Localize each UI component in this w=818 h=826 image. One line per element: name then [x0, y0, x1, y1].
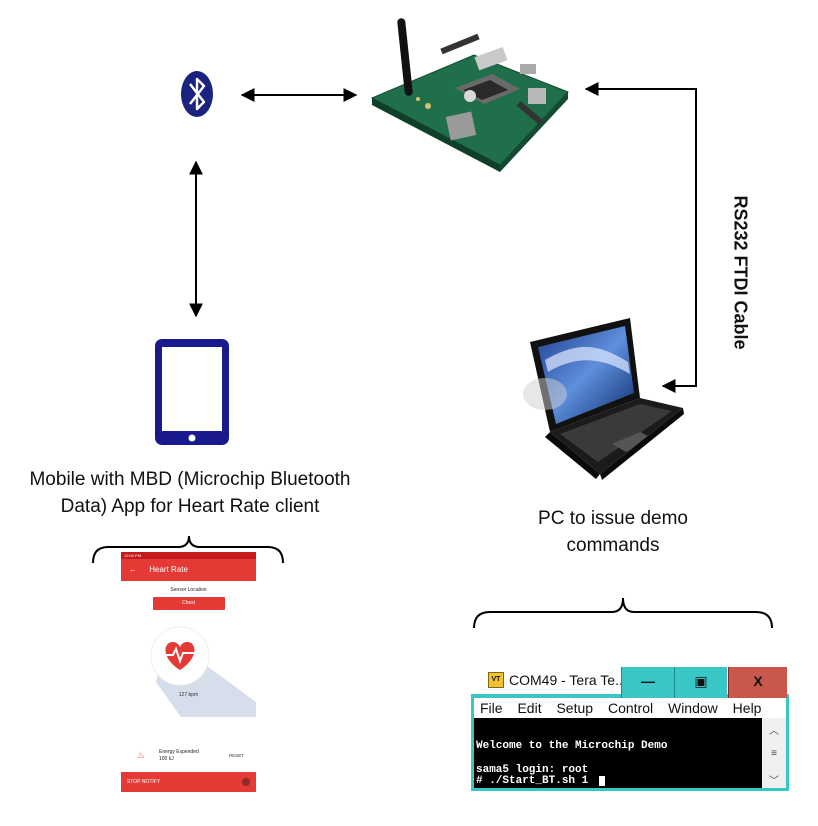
settings-icon[interactable]	[242, 778, 250, 786]
mobile-brace	[92, 535, 284, 564]
terminal-line-2: sama5 login: root	[476, 764, 589, 776]
scroll-down-icon[interactable]: ﹀	[769, 776, 779, 787]
mobile-caption: Mobile with MBD (Microchip Bluetooth Dat…	[0, 466, 380, 520]
scroll-thumb-icon[interactable]: ≡	[771, 748, 777, 759]
menu-file[interactable]: File	[480, 700, 503, 716]
heart-rate-graphic	[150, 626, 256, 717]
bluetooth-icon	[181, 71, 213, 117]
dev-board-image	[370, 18, 569, 172]
terminal-output[interactable]: Welcome to the Microchip Demo sama5 logi…	[474, 718, 762, 788]
arrow-board-pc-cable	[584, 82, 697, 393]
reset-button[interactable]: RESET	[229, 753, 245, 758]
laptop-image	[523, 318, 684, 480]
maximize-button[interactable]: ▣	[674, 667, 727, 698]
flame-icon: ♨	[137, 750, 146, 760]
menu-help[interactable]: Help	[732, 700, 762, 716]
app-header: ← Heart Rate	[121, 559, 256, 581]
pc-caption-line2: commands	[566, 535, 660, 556]
status-bar: 12:00 PM	[121, 552, 256, 559]
pc-brace	[473, 597, 773, 629]
menu-setup[interactable]: Setup	[556, 700, 594, 716]
energy-label: Energy Expended	[159, 749, 199, 755]
menu-bar: File Edit Setup Control Window Help	[474, 698, 786, 718]
mobile-caption-line2: Data) App for Heart Rate client	[60, 496, 320, 517]
terminal-line-3: # ./Start_BT.sh 1	[476, 775, 589, 787]
menu-control[interactable]: Control	[607, 700, 654, 716]
stop-notify-button[interactable]: STOP NOTIFY	[127, 779, 161, 785]
scroll-up-icon[interactable]: ︿	[769, 726, 779, 737]
teraterm-icon: VT	[488, 672, 504, 688]
app-title: Heart Rate	[149, 565, 188, 574]
mobile-caption-line1: Mobile with MBD (Microchip Bluetooth	[29, 469, 351, 490]
menu-edit[interactable]: Edit	[517, 700, 542, 716]
pc-caption: PC to issue demo commands	[513, 505, 713, 559]
energy-value: 100 kJ	[159, 756, 174, 762]
scrollbar[interactable]: ︿ ≡ ﹀	[762, 718, 786, 788]
minimize-button[interactable]: —	[621, 667, 674, 698]
cursor	[599, 776, 605, 786]
tera-term-window: VT COM49 - Tera Te... — ▣ X File Edit Se…	[471, 667, 789, 791]
window-title: COM49 - Tera Te...	[509, 672, 627, 688]
bpm-value: 127 bpm	[178, 692, 199, 698]
close-button[interactable]: X	[728, 667, 787, 698]
smartphone-icon	[155, 339, 229, 445]
sensor-location-label: Sensor Location	[170, 587, 207, 593]
back-arrow-icon[interactable]: ←	[129, 565, 137, 574]
cable-label: RS232 FTDI Cable	[730, 195, 751, 350]
pc-caption-line1: PC to issue demo	[538, 508, 688, 529]
menu-window[interactable]: Window	[667, 700, 718, 716]
heart-rate-app-screenshot: 12:00 PM ← Heart Rate Sensor Location Ch…	[121, 552, 256, 792]
heart-rate-icon	[165, 642, 195, 670]
sensor-location-button[interactable]: Chest	[152, 597, 225, 610]
energy-expended: Energy Expended 100 kJ	[159, 749, 199, 763]
terminal-line-1: Welcome to the Microchip Demo	[476, 740, 668, 752]
stop-notify-bar: STOP NOTIFY	[121, 772, 256, 792]
